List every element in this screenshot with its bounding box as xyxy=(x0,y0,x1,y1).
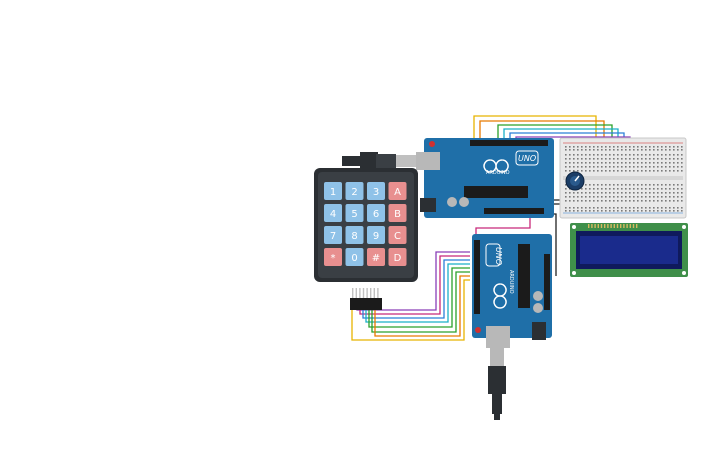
keypad-key[interactable]: 2 xyxy=(345,182,364,200)
keypad-key-label: 2 xyxy=(351,187,357,198)
keypad-pin xyxy=(366,288,368,298)
keypad-key-label: A xyxy=(394,187,401,198)
keypad-key[interactable]: 8 xyxy=(345,226,364,244)
header-digital xyxy=(474,240,480,314)
keypad-pin xyxy=(377,288,379,298)
keypad-key-label: # xyxy=(372,253,380,264)
keypad-key[interactable]: 6 xyxy=(367,204,385,222)
usb-port xyxy=(486,326,510,348)
keypad-key[interactable]: A xyxy=(388,182,407,200)
keypad-pin xyxy=(362,288,365,298)
power-jack xyxy=(532,322,546,340)
wire-keypad-green[interactable] xyxy=(368,267,470,328)
mcu-chip xyxy=(464,186,528,198)
keypad-pins xyxy=(352,288,379,298)
keypad-key[interactable]: B xyxy=(388,204,407,222)
keypad-pin xyxy=(352,288,354,298)
arduino-logo-icon xyxy=(483,159,509,173)
keypad-key-label: 3 xyxy=(373,187,379,198)
reset-button[interactable] xyxy=(475,327,481,333)
keypad[interactable]: 1 2 3 A 4 5 6 B 7 8 9 C * 0 # D xyxy=(314,168,418,310)
reset-button[interactable] xyxy=(429,141,435,147)
keypad-key[interactable]: D xyxy=(388,248,407,266)
wire-keypad-blue[interactable] xyxy=(362,259,470,319)
usb-cable-icon xyxy=(488,346,506,420)
keypad-key-label: B xyxy=(394,209,401,220)
board-brand: ARDUINO xyxy=(486,170,510,176)
keypad-pin xyxy=(359,288,361,298)
keypad-key-label: 4 xyxy=(330,209,336,220)
keypad-key[interactable]: 3 xyxy=(367,182,385,200)
keypad-key[interactable]: * xyxy=(324,248,342,266)
keypad-pin xyxy=(373,288,375,298)
board-brand: ARDUINO xyxy=(508,270,514,294)
keypad-key-label: 8 xyxy=(351,231,357,242)
keypad-pin xyxy=(355,288,357,298)
wire-keypad-orange[interactable] xyxy=(374,275,470,337)
keypad-connector xyxy=(350,298,382,310)
keypad-key-label: 1 xyxy=(330,187,336,198)
power-jack xyxy=(420,198,436,212)
keypad-key-label: 0 xyxy=(351,253,357,264)
keypad-key[interactable]: 5 xyxy=(345,204,364,222)
keypad-pin xyxy=(370,288,372,298)
board-model: UNO xyxy=(494,247,503,265)
keypad-key-label: 5 xyxy=(351,209,357,220)
arduino-logo-icon xyxy=(493,283,507,309)
keypad-key-label: * xyxy=(331,253,336,264)
board-model: UNO xyxy=(518,154,536,163)
lcd-pins xyxy=(588,224,638,228)
keypad-keys: 1 2 3 A 4 5 6 B 7 8 9 C * 0 # D xyxy=(324,182,407,266)
header-digital xyxy=(470,140,548,146)
keypad-key-label: 9 xyxy=(373,231,379,242)
wire-keypad-green2[interactable] xyxy=(371,271,470,333)
potentiometer-icon xyxy=(574,175,580,182)
arduino-top[interactable]: UNO ARDUINO xyxy=(342,138,554,218)
keypad-key-label: D xyxy=(394,253,402,264)
keypad-key-label: 7 xyxy=(330,231,336,242)
keypad-key[interactable]: 4 xyxy=(324,204,342,222)
keypad-key[interactable]: 0 xyxy=(345,248,364,266)
breadboard[interactable] xyxy=(559,137,687,219)
usb-cable-icon xyxy=(342,152,424,170)
keypad-key[interactable]: C xyxy=(388,226,407,244)
wire-keypad-cyan[interactable] xyxy=(365,263,470,323)
keypad-key-label: 6 xyxy=(373,209,379,220)
mcu-chip xyxy=(518,244,530,308)
usb-port xyxy=(416,152,440,170)
header-analog xyxy=(484,208,544,214)
keypad-key-label: C xyxy=(394,231,401,242)
wire-keypad-yellow[interactable] xyxy=(351,279,470,341)
potentiometer[interactable] xyxy=(565,171,585,191)
breadboard-holes xyxy=(565,146,683,212)
keypad-key[interactable]: 1 xyxy=(324,182,342,200)
keypad-key[interactable]: # xyxy=(367,248,385,266)
keypad-key[interactable]: 7 xyxy=(324,226,342,244)
keypad-key[interactable]: 9 xyxy=(367,226,385,244)
header-analog xyxy=(544,254,550,310)
arduino-bottom[interactable]: UNO ARDUINO xyxy=(472,234,552,420)
lcd-display[interactable] xyxy=(570,223,688,277)
lcd-screen xyxy=(580,236,678,264)
